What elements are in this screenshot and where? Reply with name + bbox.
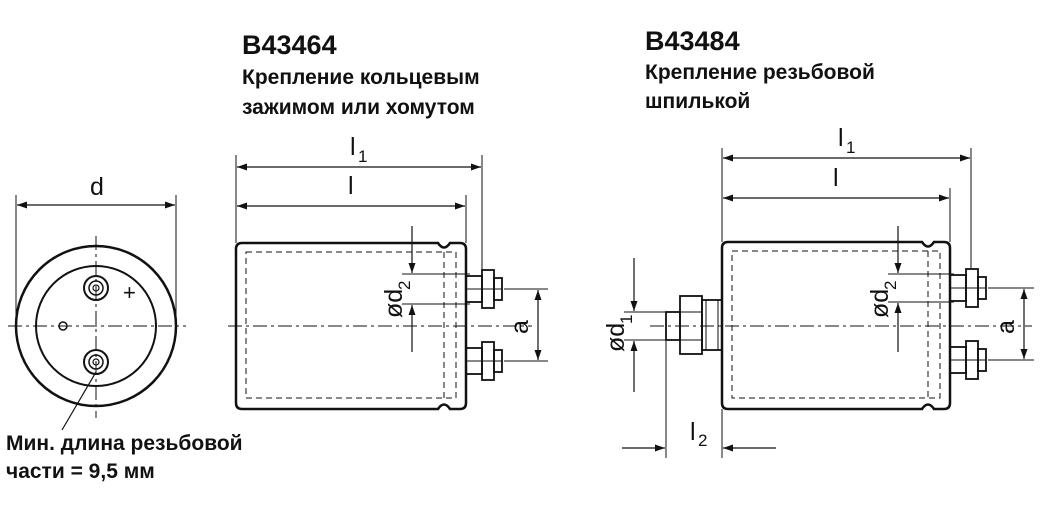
subtitle-b43484-line2: шпилькой [645,90,751,113]
b43484-terminal-bottom-icon [949,340,987,380]
dim-label-a-b43464: a [506,320,534,334]
dim-label-l1-sub-b43484: 1 [846,138,855,157]
b43484-terminal-top-icon [949,268,987,308]
b43484-can-body [720,240,952,411]
dim-label-od1: ød [602,323,630,352]
threaded-stud-icon [665,295,723,355]
subtitle-b43464-line1: Крепление кольцевым [242,66,480,89]
thread-note-line1: Мин. длина резьбовой [6,432,243,455]
title-b43484: B43484 [645,26,740,56]
dim-label-od1-sub: 1 [617,315,636,324]
dim-label-l1-sub-b43464: 1 [358,147,367,166]
b43464-can-body [234,241,468,411]
end-view [8,195,186,431]
dim-label-d: d [90,173,104,201]
thread-note-line2: части = 9,5 мм [6,460,155,483]
dim-label-l-b43464: l [348,172,354,200]
b43484-side-view [622,148,1034,458]
dim-label-od2-sub-b43484: 2 [881,281,900,290]
dim-label-od2-sub-b43464: 2 [395,281,414,290]
b43464-side-view [228,155,548,411]
terminal-negative-icon [83,349,109,375]
subtitle-b43484-line1: Крепление резьбовой [645,61,875,84]
dim-label-l1-b43464: l [350,133,356,161]
title-b43464: B43464 [242,30,337,60]
dim-label-l2-sub: 2 [698,431,707,450]
b43464-terminal-bottom-icon [465,341,503,381]
b43464-terminal-top-icon [465,269,503,309]
dim-label-l-b43484: l [833,164,839,192]
dim-label-l1-b43484: l [838,124,844,152]
dim-label-a-b43484: a [992,320,1020,334]
dim-label-od2-b43484: ød [866,289,894,318]
plus-sign: + [123,280,136,305]
subtitle-b43464-line2: зажимом или хомутом [242,96,475,119]
terminal-positive-icon [83,275,109,301]
dim-label-l2: l [690,418,696,446]
dim-label-od2-b43464: ød [380,289,408,318]
vent-hole-icon [58,321,68,331]
